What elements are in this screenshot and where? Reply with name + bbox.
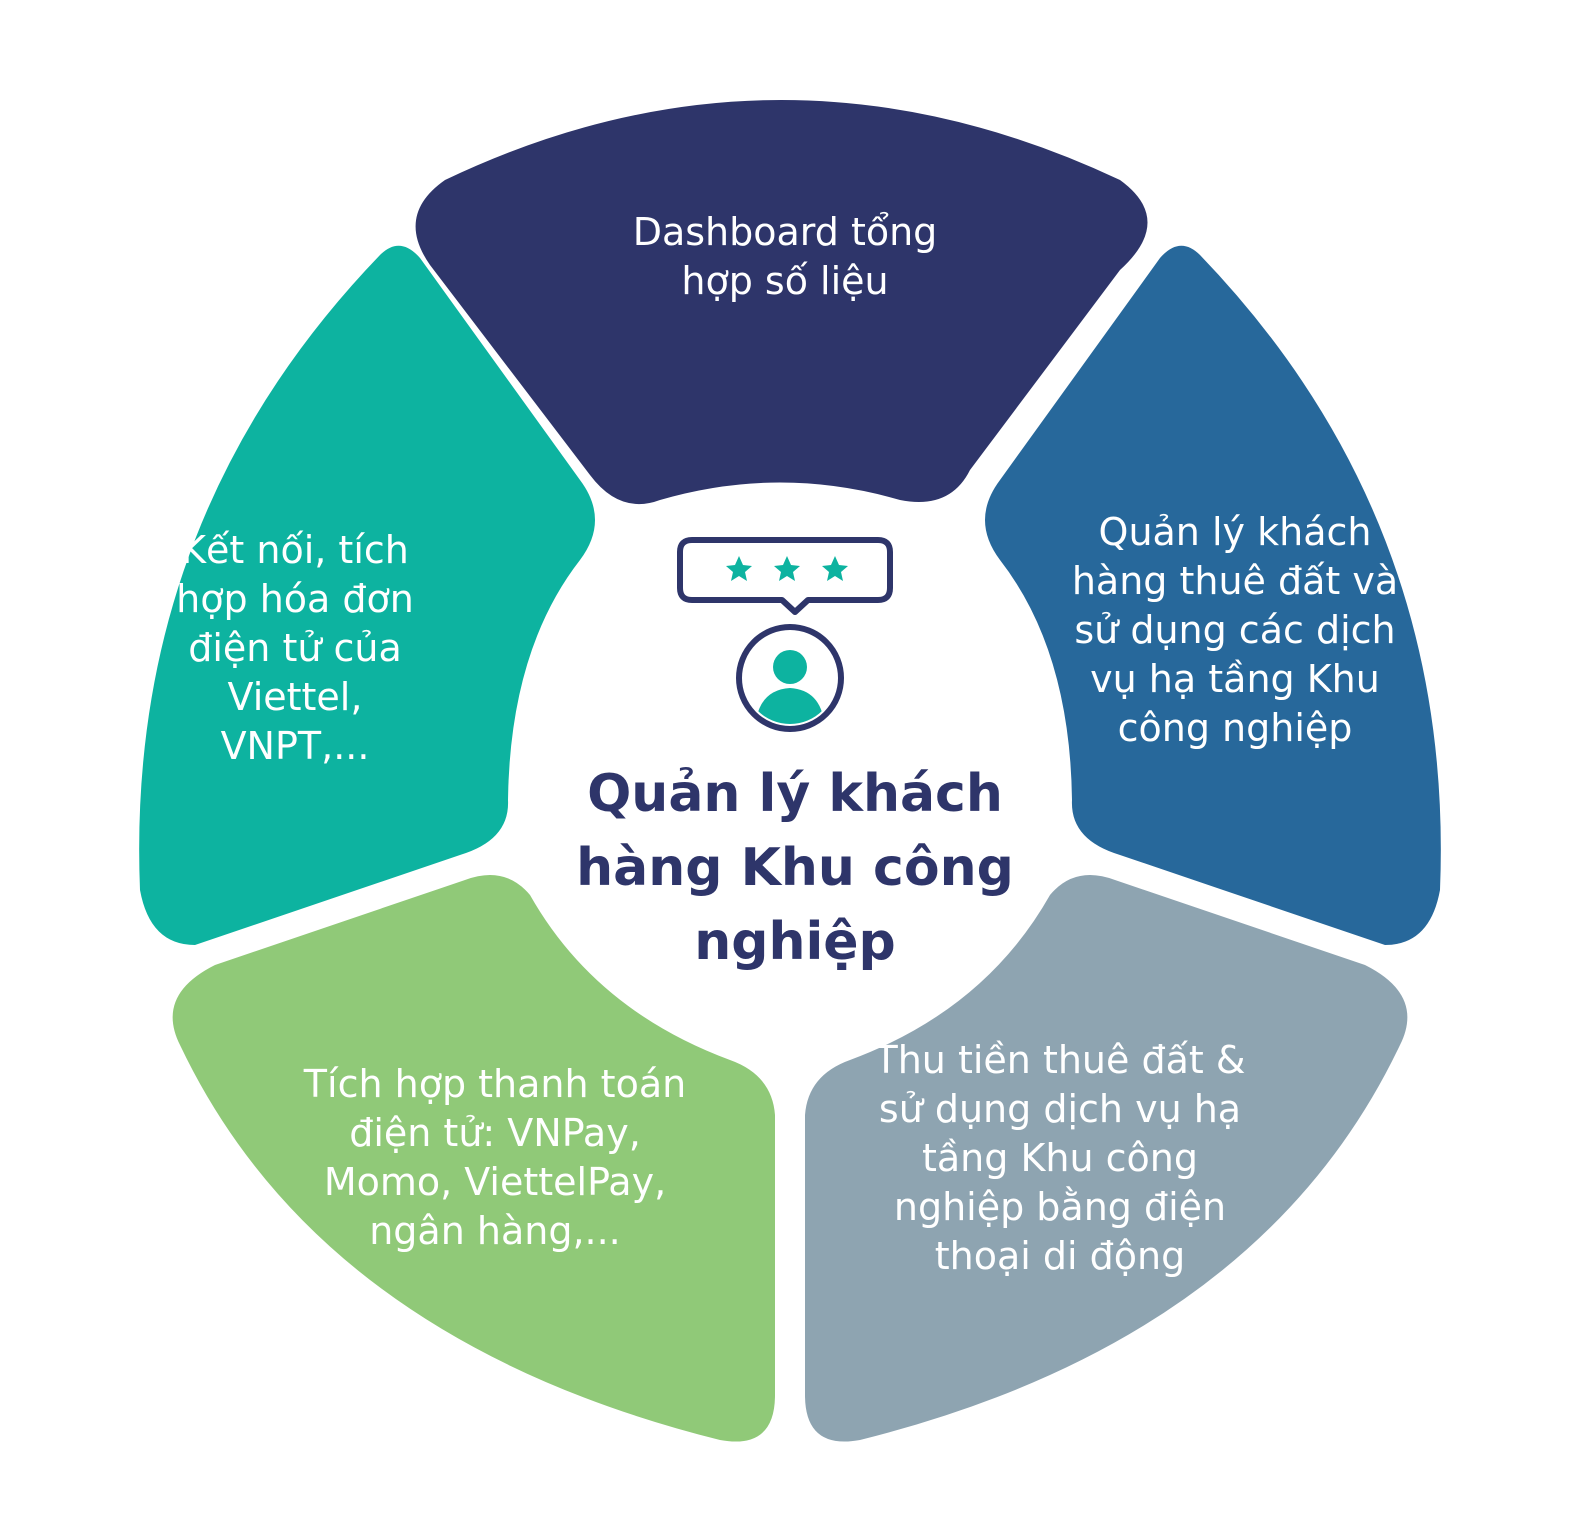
segment-left	[139, 245, 595, 945]
segment-bottom-right-text: Thu tiền thuê đất & sử dụng dịch vụ hạ t…	[874, 1038, 1246, 1278]
segment-top	[415, 100, 1148, 505]
center-title: Quản lý khách hàng Khu công nghiệp	[576, 764, 1014, 972]
segment-left-text: Kết nối, tích hợp hóa đơn điện tử của Vi…	[176, 528, 414, 768]
rating-stars-icon	[677, 537, 893, 615]
segment-bottom-left	[172, 875, 775, 1442]
segment-bottom-right	[805, 875, 1408, 1442]
segment-top-text: Dashboard tổng hợp số liệu	[632, 210, 938, 303]
user-avatar-icon	[736, 624, 844, 732]
segment-right-text: Quản lý khách hàng thuê đất và sử dụng c…	[1071, 510, 1399, 750]
segment-right	[985, 245, 1441, 945]
segment-bottom-left-text: Tích hợp thanh toán điện tử: VNPay, Momo…	[303, 1062, 687, 1253]
